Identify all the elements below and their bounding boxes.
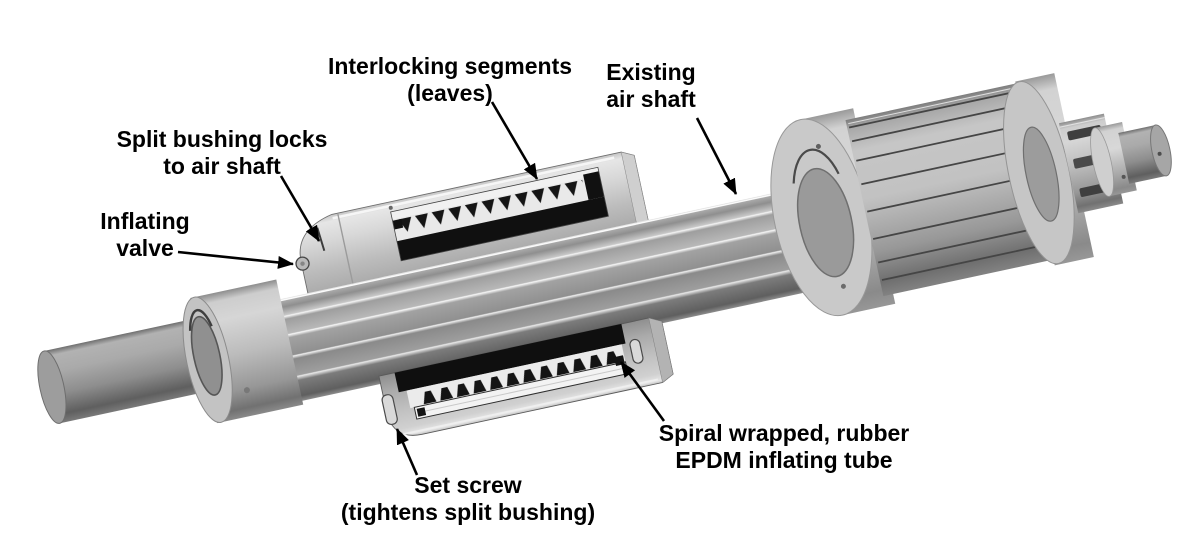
drum-left-flange <box>770 108 896 317</box>
leader-arrow-set-screw <box>395 428 419 476</box>
leader-arrow-interlocking-segments <box>490 101 539 180</box>
upper-chuck <box>295 151 651 302</box>
set-screw-part-right <box>629 338 644 364</box>
upper-chuck-top-highlight <box>332 156 615 220</box>
label-set-screw: Set screw (tightens split bushing) <box>341 472 595 526</box>
left-end-collar <box>182 279 304 424</box>
label-existing-air-shaft-line2: air shaft <box>606 86 696 112</box>
drum-right-flange <box>1003 73 1094 266</box>
set-screw-part <box>381 394 398 426</box>
label-spiral-tube-line1: Spiral wrapped, rubber <box>658 420 910 446</box>
lower-chuck <box>378 317 674 436</box>
label-spiral-tube: Spiral wrapped, rubber EPDM inflating tu… <box>659 420 910 474</box>
lower-chuck-end-face <box>648 317 674 383</box>
label-interlocking-segments-line1: Interlocking segments <box>327 53 573 79</box>
label-existing-air-shaft: Existing air shaft <box>606 59 695 113</box>
leader-arrow-existing-air-shaft <box>695 117 738 195</box>
upper-cutaway-shadow-band <box>396 196 609 261</box>
label-interlocking-segments: Interlocking segments (leaves) <box>328 53 572 107</box>
label-inflating-valve-line1: Inflating <box>100 208 190 234</box>
label-split-bushing: Split bushing locks to air shaft <box>117 126 328 180</box>
right-collar <box>1090 121 1137 197</box>
chuck-pin-hole <box>388 205 393 210</box>
lower-cutaway-shadow-band <box>394 323 626 393</box>
label-spiral-tube-line2: EPDM inflating tube <box>675 447 893 473</box>
label-inflating-valve: Inflating valve <box>100 208 189 262</box>
label-set-screw-line2: (tightens split bushing) <box>340 499 596 525</box>
label-split-bushing-line1: Split bushing locks <box>116 126 328 152</box>
split-bushing-step-edge <box>337 213 354 286</box>
label-existing-air-shaft-line1: Existing <box>606 59 696 85</box>
label-set-screw-line1: Set screw <box>414 472 522 498</box>
right-shaft-journal <box>1118 124 1172 184</box>
leader-arrow-spiral-tube <box>619 361 666 422</box>
label-split-bushing-line2: to air shaft <box>163 153 281 179</box>
inflating-valve-port <box>300 261 305 266</box>
air-shaft-body <box>266 179 858 404</box>
leader-arrow-split-bushing <box>279 175 321 242</box>
label-inflating-valve-line2: valve <box>116 235 174 261</box>
upper-cutaway-window <box>390 166 609 262</box>
leader-arrow-inflating-valve <box>177 250 294 269</box>
label-interlocking-segments-line2: (leaves) <box>407 80 493 106</box>
interlocking-teeth-lower <box>418 345 618 406</box>
interlocking-teeth-upper <box>396 178 586 238</box>
lower-chuck-bottom-highlight <box>399 378 659 436</box>
